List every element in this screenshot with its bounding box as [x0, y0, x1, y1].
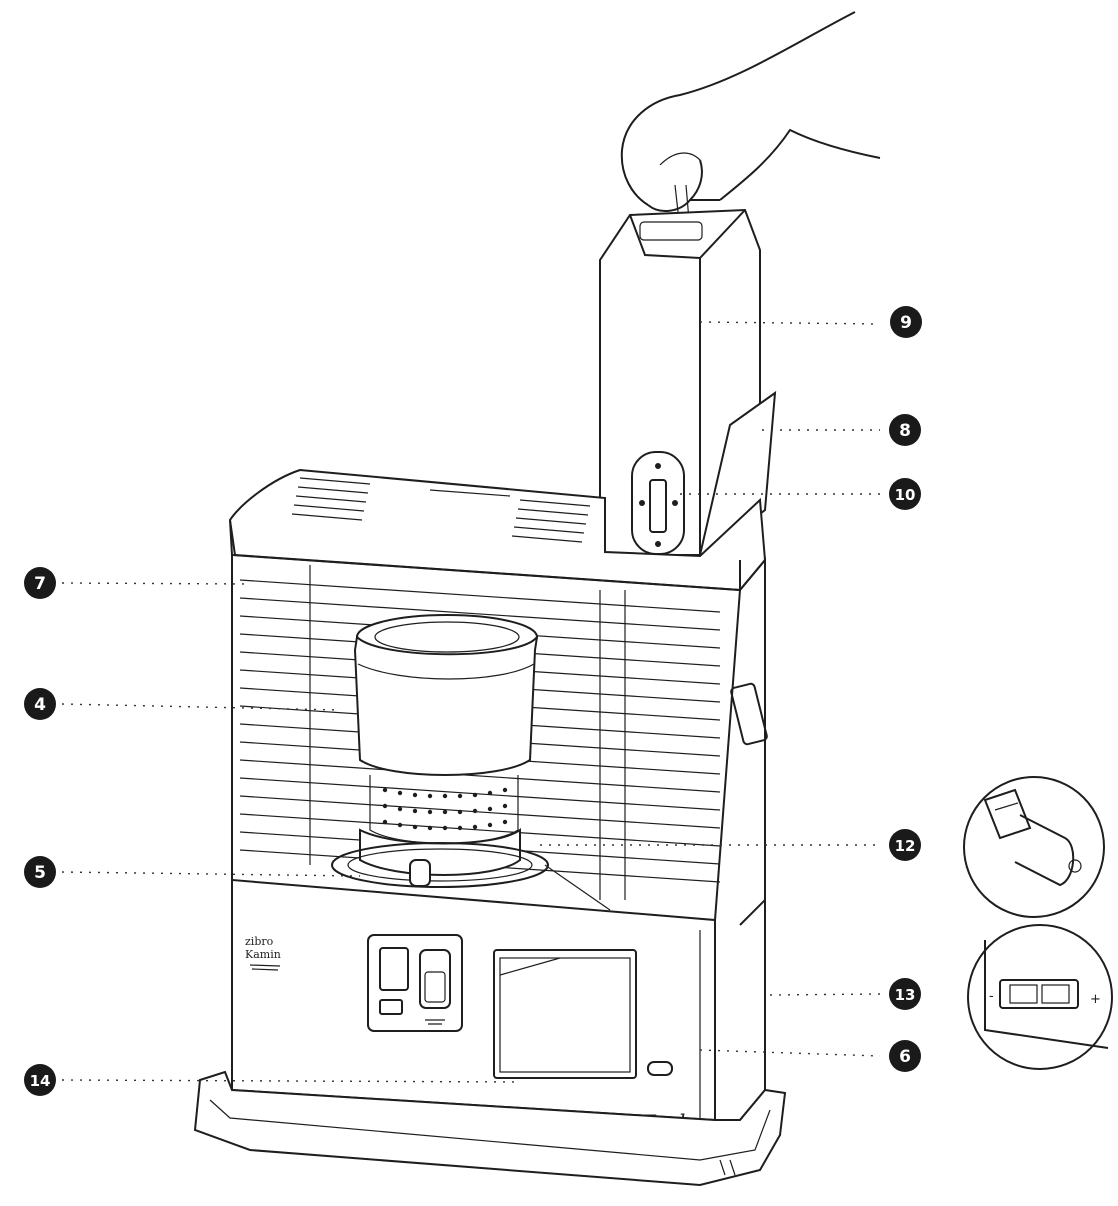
svg-text:9: 9 [900, 313, 912, 333]
indicator-lamp [647, 1061, 673, 1076]
base-tray [193, 1070, 787, 1187]
svg-text:8: 8 [899, 421, 911, 441]
control-panel [367, 934, 463, 1032]
callout-10: 10 [889, 478, 921, 510]
svg-text:5: 5 [34, 863, 46, 883]
svg-text:10: 10 [895, 486, 916, 504]
svg-text:Kamin: Kamin [245, 948, 281, 961]
combustion-chamber [331, 614, 611, 911]
callout-6: 6 [889, 1040, 921, 1072]
svg-text:12: 12 [895, 837, 916, 855]
heater-body: zibro Kamin Turbo [193, 468, 787, 1187]
svg-text:7: 7 [34, 574, 46, 594]
callout-7: 7 [24, 567, 56, 599]
top-vent-slots [291, 477, 591, 543]
callout-14: 14 [24, 1064, 56, 1096]
svg-text:-: - [989, 989, 994, 1004]
battery-detail-inset [963, 776, 1105, 918]
svg-text:13: 13 [895, 986, 916, 1004]
svg-text:6: 6 [899, 1047, 911, 1067]
side-handle [730, 682, 768, 746]
leader-lines [61, 321, 881, 1083]
svg-text:4: 4 [34, 695, 46, 715]
brand-logo: zibro Kamin [245, 935, 281, 971]
callout-5: 5 [24, 856, 56, 888]
callout-4: 4 [24, 688, 56, 720]
battery-compartment-inset: - + [967, 924, 1113, 1070]
svg-text:14: 14 [30, 1072, 51, 1090]
svg-text:+: + [1090, 992, 1101, 1007]
hand-illustration [620, 11, 881, 233]
callout-8: 8 [889, 414, 921, 446]
svg-text:zibro: zibro [245, 935, 274, 948]
callout-9: 9 [890, 306, 922, 338]
front-window [493, 949, 637, 1079]
callout-13: 13 [889, 978, 921, 1010]
callout-12: 12 [889, 829, 921, 861]
burner-perforations [382, 787, 508, 831]
